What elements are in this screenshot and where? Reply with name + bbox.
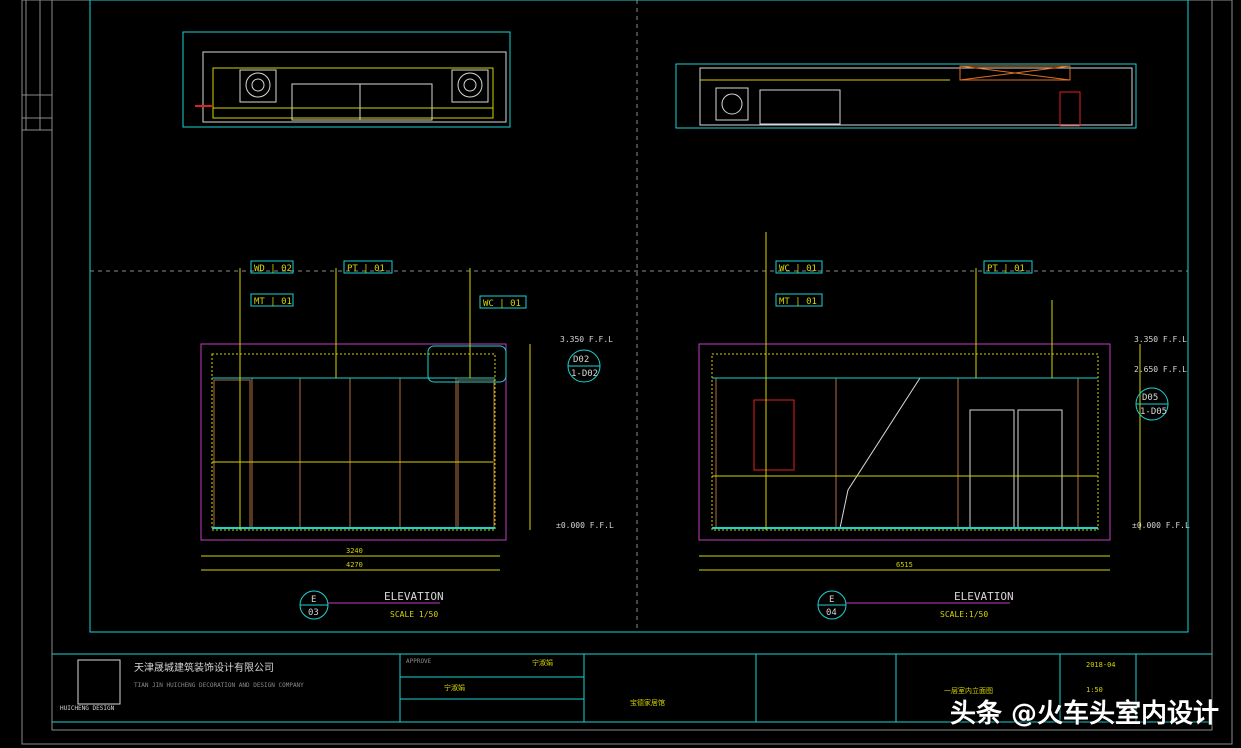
- level-bottom-left: ±0.000 F.F.L: [556, 521, 614, 530]
- elevation-title-right: ELEVATION: [954, 590, 1014, 603]
- pt-01-tag-right: PT | 01: [987, 264, 1025, 274]
- drawing-name: 宝德家居馆: [630, 698, 665, 707]
- section-marker-right-ref: 1-D05: [1140, 407, 1167, 417]
- plan-view-right: [675, 63, 1137, 129]
- elevation-left: [200, 268, 531, 571]
- elevation-title-left: ELEVATION: [384, 590, 444, 603]
- company-name-cn: 天津晟城建筑装饰设计有限公司: [134, 661, 274, 674]
- scale-value: 1:50: [1086, 686, 1103, 694]
- elevation-id-right-bottom: 04: [826, 608, 837, 618]
- elevation-scale-right: SCALE:1/50: [940, 610, 988, 619]
- section-marker-left: D02: [573, 355, 589, 365]
- dim-mid-left: 3240: [346, 547, 363, 555]
- wd-02-tag: WD | 02: [254, 264, 292, 274]
- sheet-frame: [21, 0, 1233, 745]
- approved-by-label: APPROVE: [406, 658, 432, 665]
- date-value: 2018-04: [1086, 661, 1116, 669]
- elevation-scale-left: SCALE 1/50: [390, 610, 438, 619]
- elevation-id-left-bottom: 03: [308, 608, 319, 618]
- dim-total-right: 6515: [896, 561, 913, 569]
- section-marker-left-ref: 1-D02: [571, 369, 598, 379]
- checked-by-name: 宁淑娟: [532, 658, 553, 667]
- level-top-right: 3.350 F.F.L: [1134, 335, 1187, 344]
- level-mid-right: 2.650 F.F.L: [1134, 365, 1187, 374]
- wc-01-tag-right: WC | 01: [779, 264, 817, 274]
- company-logo-text: HUICHENG DESIGN: [60, 705, 115, 712]
- section-marker-right: D05: [1142, 393, 1158, 403]
- designer-name: 宁淑娟: [444, 683, 465, 692]
- mt-01-tag-right: MT | 01: [779, 297, 817, 307]
- elevation-id-left-top: E: [311, 595, 316, 605]
- company-name-en: TIAN JIN HUICHENG DECORATION AND DESIGN …: [134, 682, 304, 689]
- wc-01-tag: WC | 01: [483, 299, 521, 309]
- elevation-right: [698, 232, 1141, 571]
- title-block: [52, 653, 1212, 723]
- watermark: 头条 @火车头室内设计: [949, 699, 1219, 729]
- level-top-left: 3.350 F.F.L: [560, 335, 613, 344]
- pt-01-tag: PT | 01: [347, 264, 385, 274]
- callout-boxes: [250, 260, 1169, 620]
- drawing-content: 一层室内立面图: [944, 686, 993, 695]
- elevation-id-right-top: E: [829, 595, 834, 605]
- dim-total-left: 4270: [346, 561, 363, 569]
- plan-view-left: [182, 31, 511, 128]
- mt-01-tag: MT | 01: [254, 297, 292, 307]
- level-bottom-right: ±0.000 F.F.L: [1132, 521, 1190, 530]
